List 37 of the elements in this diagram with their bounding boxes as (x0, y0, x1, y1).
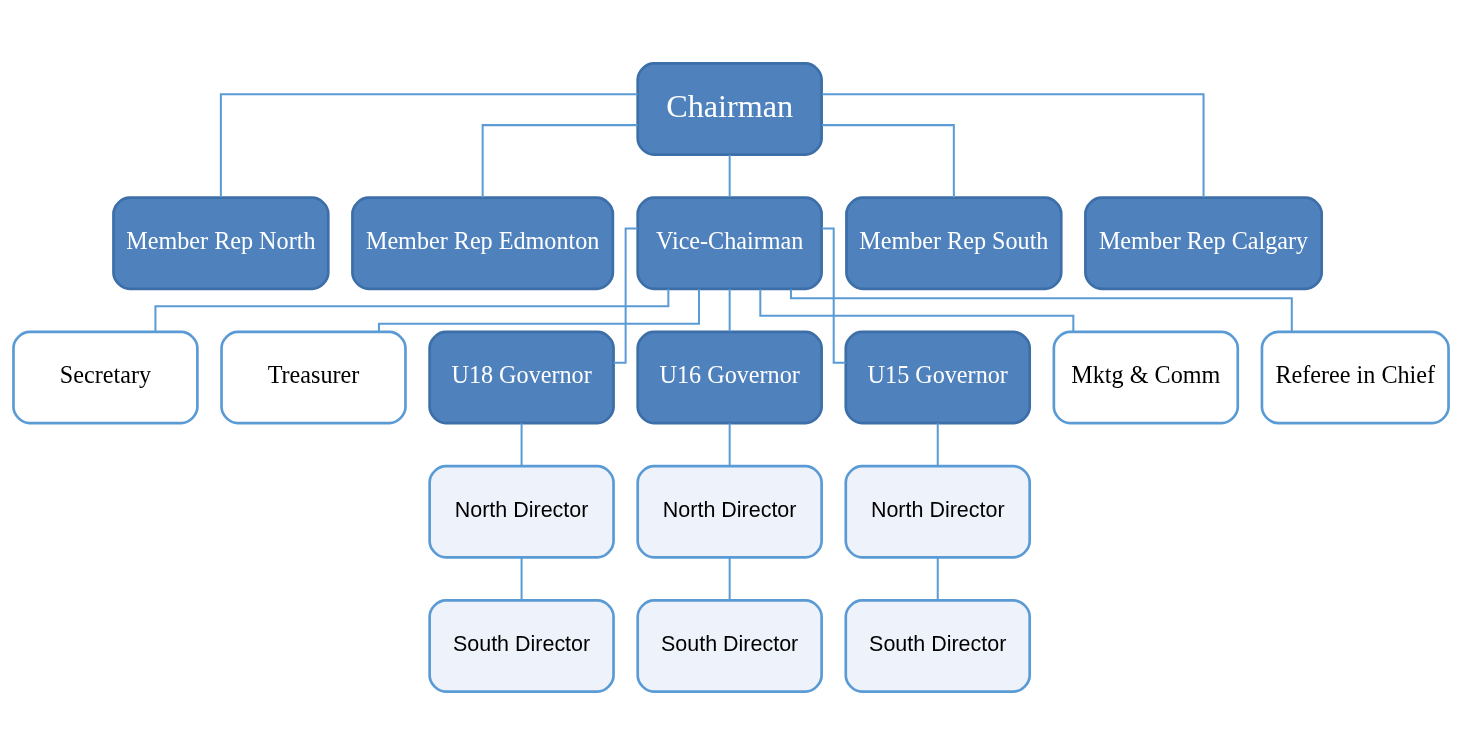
connector (821, 227, 846, 364)
connector (728, 557, 731, 600)
connector (759, 289, 1075, 332)
node-box: Vice-Chairman (636, 196, 823, 291)
connector (219, 93, 638, 198)
connector (789, 289, 1293, 332)
node-box: South Director (428, 599, 615, 693)
node-box: Member Rep Edmonton (351, 196, 615, 291)
connector (728, 423, 731, 466)
node-box: Member Rep North (112, 196, 330, 291)
connector (520, 423, 523, 466)
connector (822, 124, 955, 198)
node-box: Member Rep South (845, 196, 1063, 291)
node-box: North Director (636, 464, 823, 559)
node-box: Mktg & Comm (1052, 330, 1240, 425)
connector (822, 93, 1205, 198)
node-box: North Director (844, 464, 1032, 559)
node-box: U16 Governor (636, 330, 823, 425)
node-box: South Director (636, 599, 823, 693)
connector (481, 124, 638, 198)
node-box: Treasurer (220, 330, 407, 425)
connector (520, 557, 523, 600)
node-box: South Director (844, 599, 1032, 693)
node-box: U18 Governor (428, 330, 615, 425)
node-box: Chairman (636, 62, 823, 156)
connector (728, 289, 731, 332)
connector (936, 557, 939, 600)
node-box: Secretary (12, 330, 199, 425)
connector (728, 154, 731, 198)
connector (377, 289, 700, 332)
node-box: Referee in Chief (1260, 330, 1450, 425)
connector (613, 227, 638, 364)
connector (154, 289, 670, 332)
node-box: U15 Governor (844, 330, 1032, 425)
node-box: North Director (428, 464, 615, 559)
node-box: Member Rep Calgary (1084, 196, 1323, 291)
connector (936, 423, 939, 466)
